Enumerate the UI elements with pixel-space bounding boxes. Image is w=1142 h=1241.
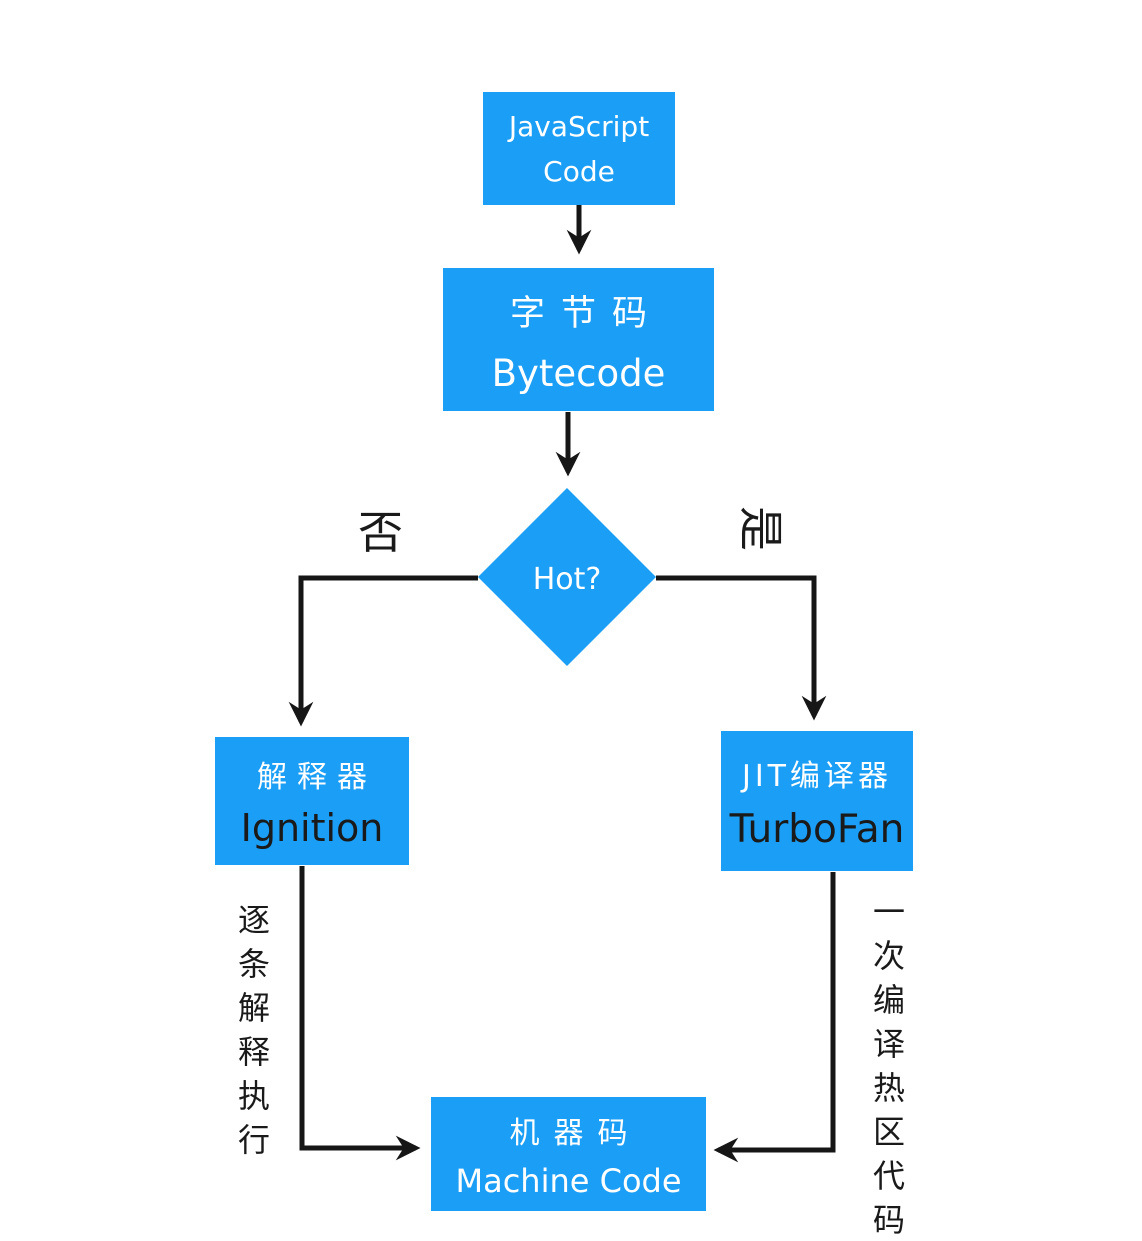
arrow-turbofan-to-machine — [713, 872, 836, 1163]
machine-code-label-en: Machine Code — [455, 1162, 682, 1200]
turbofan-label-en: TurboFan — [729, 806, 905, 852]
hot-decision-label: Hot? — [532, 561, 602, 597]
turbofan-label-zh: JIT编译器 — [741, 758, 893, 794]
javascript-code-node: JavaScript Code — [483, 92, 675, 205]
bytecode-label-zh: 字节码 — [509, 293, 663, 334]
ignition-label-zh: 解释器 — [257, 760, 377, 795]
ignition-label-en: Ignition — [240, 806, 384, 850]
javascript-code-label-line1: JavaScript — [508, 109, 650, 143]
edge-label-compile: 一次编译热区代码 — [868, 895, 906, 1241]
arrow-hot-to-ignition — [288, 575, 478, 727]
machine-code-node: 机器码 Machine Code — [431, 1097, 706, 1211]
ignition-node: 解释器 Ignition — [215, 737, 409, 865]
arrow-hot-to-turbofan — [656, 575, 827, 721]
branch-label-yes: 是 — [734, 505, 788, 552]
edge-label-interpret: 逐条解释执行 — [233, 903, 271, 1167]
machine-code-label-zh: 机器码 — [509, 1116, 642, 1151]
javascript-code-label-line2: Code — [543, 154, 615, 188]
bytecode-node: 字节码 Bytecode — [443, 268, 714, 411]
hot-decision-diamond — [478, 488, 656, 666]
arrow-ignition-to-machine — [299, 866, 421, 1161]
bytecode-label-en: Bytecode — [491, 351, 666, 395]
turbofan-node: JIT编译器 TurboFan — [721, 731, 913, 871]
branch-label-no: 否 — [358, 506, 404, 559]
